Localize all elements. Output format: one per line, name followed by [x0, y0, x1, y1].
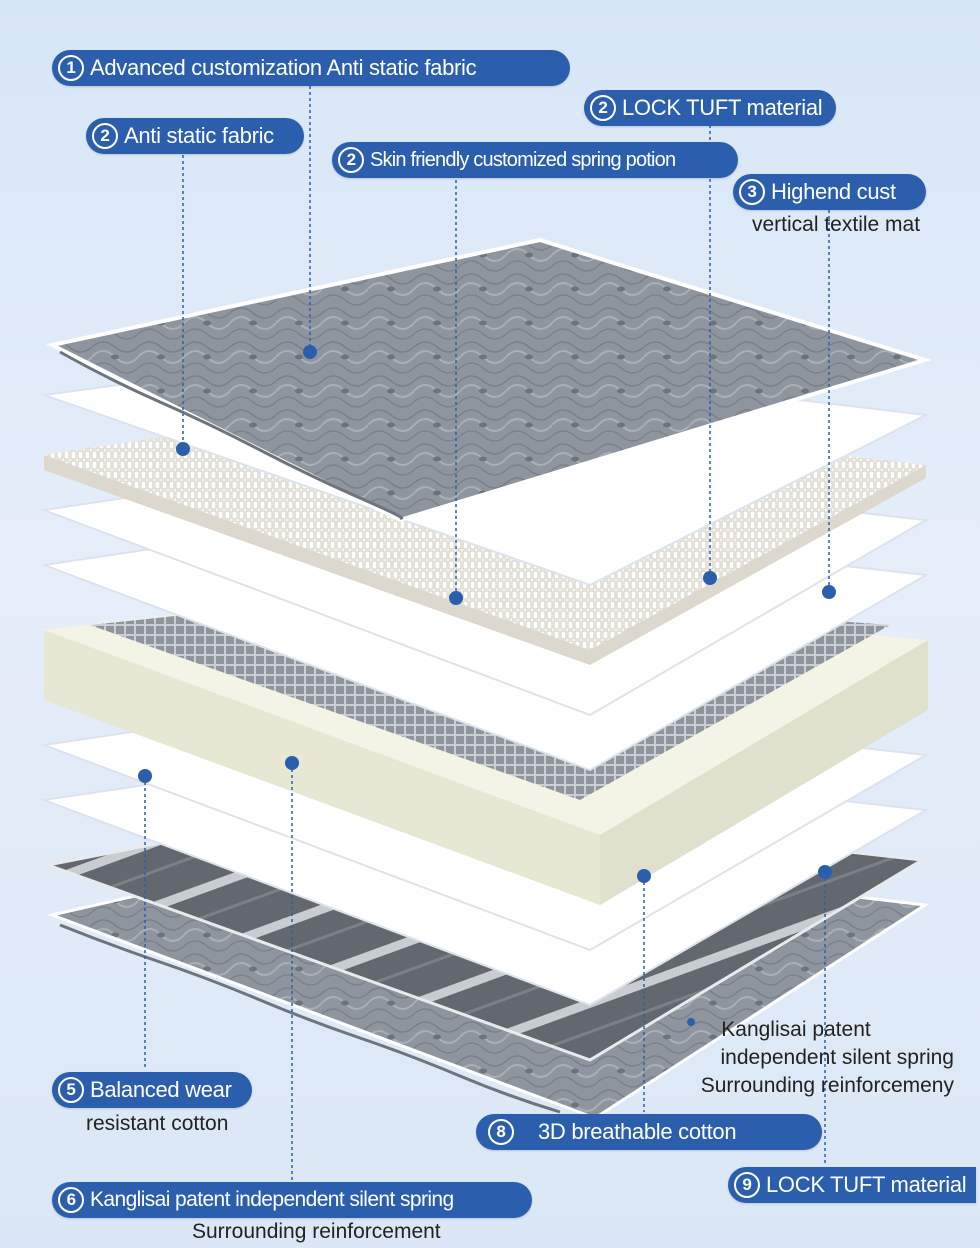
callout-text: Advanced customization Anti static fabri… [90, 55, 477, 80]
callout-balanced-wear: 5 Balanced wear [52, 1072, 252, 1108]
callout-line-3: Surrounding reinforcemeny [700, 1074, 954, 1097]
callout-advanced-customization: 1 Advanced customization Anti static fab… [52, 50, 570, 86]
callout-number: 2 [338, 147, 364, 173]
callout-balanced-wear-sub: resistant cotton [86, 1112, 229, 1135]
callout-text: Highend cust [771, 179, 896, 204]
callout-text: Skin friendly customized spring potion [370, 148, 676, 171]
leader-lines [144, 86, 830, 1180]
callout-number: 1 [58, 55, 84, 81]
callout-line-1: Kanglisai patent [721, 1018, 871, 1041]
callout-number: 5 [58, 1077, 84, 1103]
callout-number: 3 [739, 179, 765, 205]
callout-highend-cust: 3 Highend cust [733, 174, 926, 210]
callout-kanglisai-spring: 6 Kanglisai patent independent silent sp… [52, 1182, 532, 1218]
callout-kanglisai-spring-sub: Surrounding reinforcement [192, 1220, 441, 1243]
callout-text: Kanglisai patent independent silent spri… [90, 1188, 454, 1211]
callout-number: 6 [58, 1187, 84, 1213]
callout-kanglisai-spring-right: Kanglisai patent independent silent spri… [664, 1016, 954, 1100]
callout-number: 9 [734, 1172, 760, 1198]
callout-highend-cust-sub: vertical textile mat [752, 213, 921, 236]
callout-number: 8 [488, 1119, 514, 1145]
callout-line-2: independent silent spring [720, 1046, 954, 1069]
callout-text: Balanced wear [90, 1077, 232, 1102]
callout-text: Anti static fabric [124, 123, 274, 148]
callout-3d-breathable-cotton: 8 3D breathable cotton [476, 1114, 822, 1150]
callout-lock-tuft-top: 2 LOCK TUFT material [584, 90, 836, 126]
leader-dots [138, 345, 836, 1026]
callout-skin-friendly-spring: 2 Skin friendly customized spring potion [332, 142, 738, 178]
top-fabric-layer [46, 237, 932, 523]
callout-text: 3D breathable cotton [538, 1119, 737, 1144]
callout-number: 2 [92, 123, 118, 149]
callout-lock-tuft-bottom: 9 LOCK TUFT material [728, 1167, 976, 1203]
callout-anti-static-fabric: 2 Anti static fabric [86, 118, 304, 154]
callout-number: 2 [590, 95, 616, 121]
callout-text: LOCK TUFT material [766, 1172, 967, 1197]
callout-text: LOCK TUFT material [622, 95, 823, 120]
